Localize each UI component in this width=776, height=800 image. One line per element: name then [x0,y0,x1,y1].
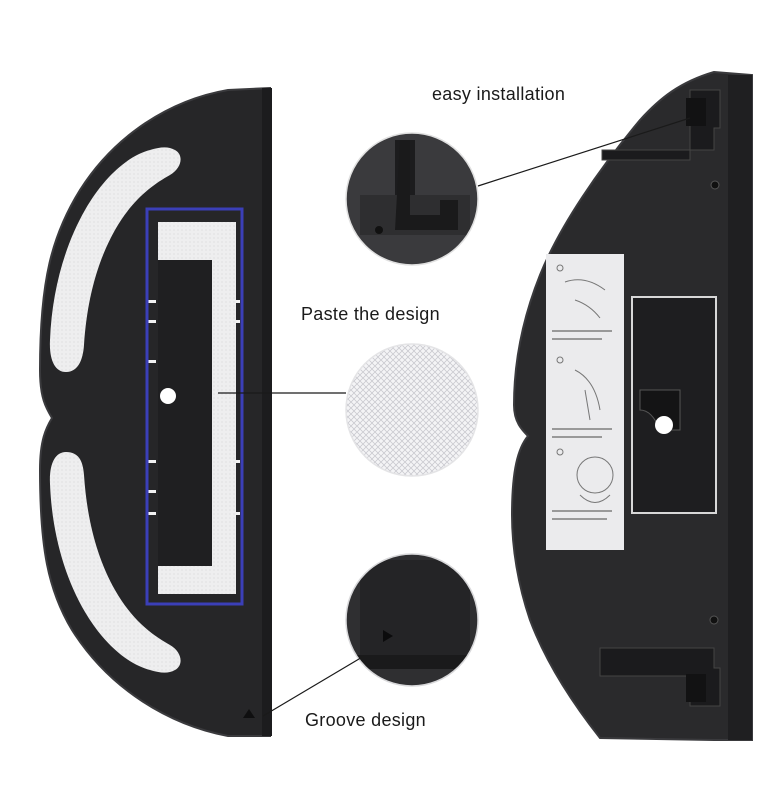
velcro-strip-top [49,147,181,372]
zoom-circle-installation [345,132,479,266]
caption-groove-design: Groove design [305,710,426,730]
velcro-strip-bottom [49,452,181,673]
highlight-frame [145,207,244,606]
zoom-circle-velcro [345,343,479,477]
instruction-card [546,254,624,550]
triangle-mark-icon [243,709,255,718]
zoom-circle-groove [345,553,479,687]
caption-easy-installation: easy installation [432,84,566,104]
left-mop-plate [38,86,272,737]
velcro-center-pad [158,222,236,594]
right-mop-plate [510,70,753,741]
caption-paste-the-design: Paste the design [301,304,440,324]
